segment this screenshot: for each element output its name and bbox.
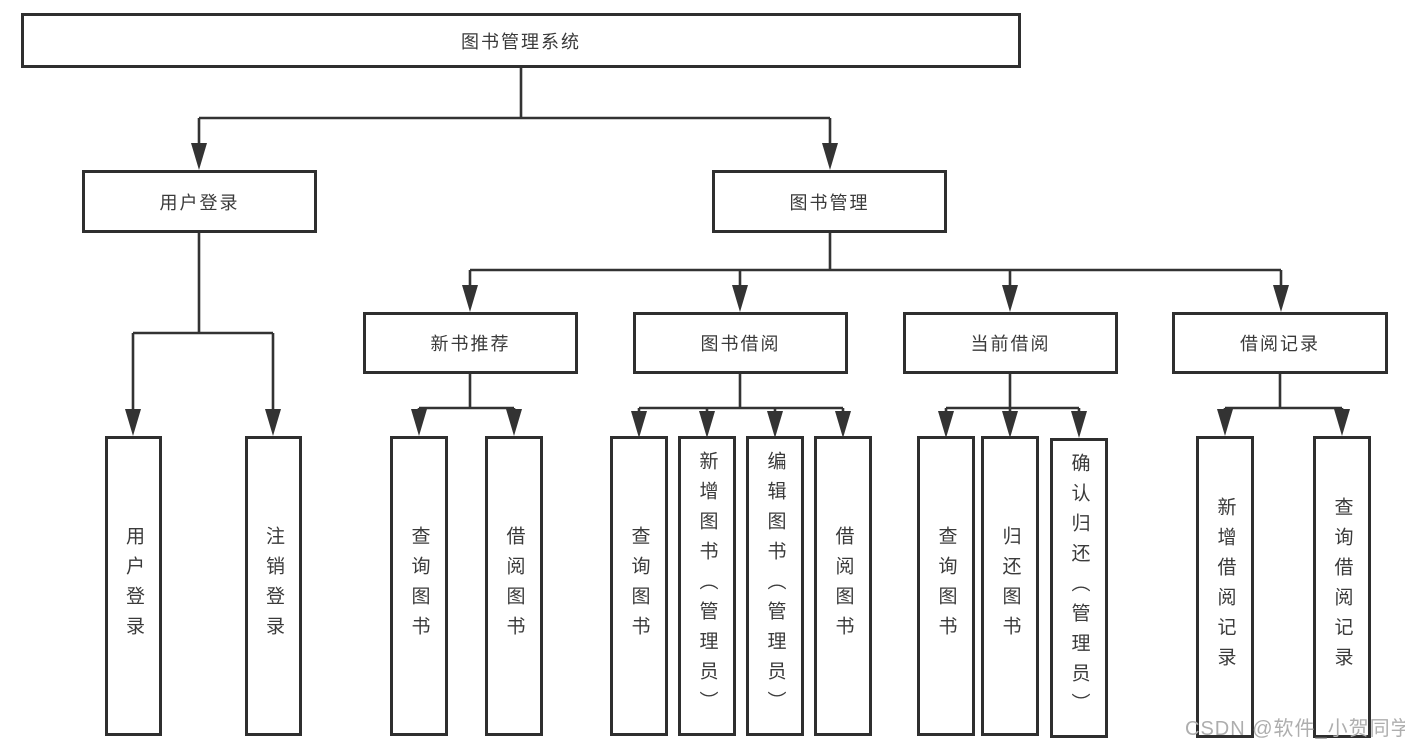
leaf-add-books-admin: 新增图书（管理员）: [678, 436, 736, 736]
leaf-query-borrow-record: 查询借阅记录: [1313, 436, 1371, 738]
node-borrowing-records: 借阅记录: [1172, 312, 1388, 374]
leaf-query-books-current-label: 查询图书: [935, 526, 957, 646]
node-current-borrowing: 当前借阅: [903, 312, 1118, 374]
leaf-user-login: 用户登录: [105, 436, 162, 736]
node-borrowing-records-label: 借阅记录: [1240, 334, 1320, 354]
leaf-logout-label: 注销登录: [263, 526, 284, 646]
node-new-book-recommend: 新书推荐: [363, 312, 578, 374]
leaf-confirm-return-admin-label: 确认归还（管理员）: [1068, 453, 1090, 723]
leaf-edit-books-admin-label: 编辑图书（管理员）: [764, 451, 786, 721]
leaf-query-books-borrowing-label: 查询图书: [628, 526, 650, 646]
leaf-edit-books-admin: 编辑图书（管理员）: [746, 436, 804, 736]
leaf-borrow-books-borrowing-label: 借阅图书: [832, 526, 854, 646]
node-book-management-label: 图书管理: [789, 192, 870, 213]
watermark: CSDN @软件_小贺同学: [1185, 718, 1405, 740]
leaf-borrow-books-borrowing: 借阅图书: [814, 436, 872, 736]
node-current-borrowing-label: 当前借阅: [970, 334, 1051, 354]
leaf-user-login-label: 用户登录: [123, 526, 144, 646]
leaf-add-borrow-record-label: 新增借阅记录: [1214, 497, 1236, 677]
leaf-query-books-borrowing: 查询图书: [610, 436, 668, 736]
leaf-query-borrow-record-label: 查询借阅记录: [1331, 497, 1353, 677]
leaf-add-borrow-record: 新增借阅记录: [1196, 436, 1254, 738]
node-system-root-label: 图书管理系统: [461, 31, 581, 52]
node-book-borrowing-label: 图书借阅: [700, 334, 781, 354]
node-new-book-recommend-label: 新书推荐: [430, 334, 511, 354]
leaf-logout: 注销登录: [245, 436, 302, 736]
node-user-login: 用户登录: [82, 170, 317, 233]
leaf-query-books-recommend-label: 查询图书: [408, 526, 430, 646]
leaf-borrow-books-recommend-label: 借阅图书: [503, 526, 525, 646]
leaf-borrow-books-recommend: 借阅图书: [485, 436, 543, 736]
node-system-root: 图书管理系统: [21, 13, 1021, 68]
leaf-query-books-recommend: 查询图书: [390, 436, 448, 736]
leaf-confirm-return-admin: 确认归还（管理员）: [1050, 438, 1108, 738]
leaf-return-books: 归还图书: [981, 436, 1039, 736]
leaf-query-books-current: 查询图书: [917, 436, 975, 736]
node-book-management: 图书管理: [712, 170, 947, 233]
node-book-borrowing: 图书借阅: [633, 312, 848, 374]
leaf-add-books-admin-label: 新增图书（管理员）: [696, 451, 718, 721]
node-user-login-label: 用户登录: [159, 192, 240, 213]
leaf-return-books-label: 归还图书: [999, 526, 1021, 646]
